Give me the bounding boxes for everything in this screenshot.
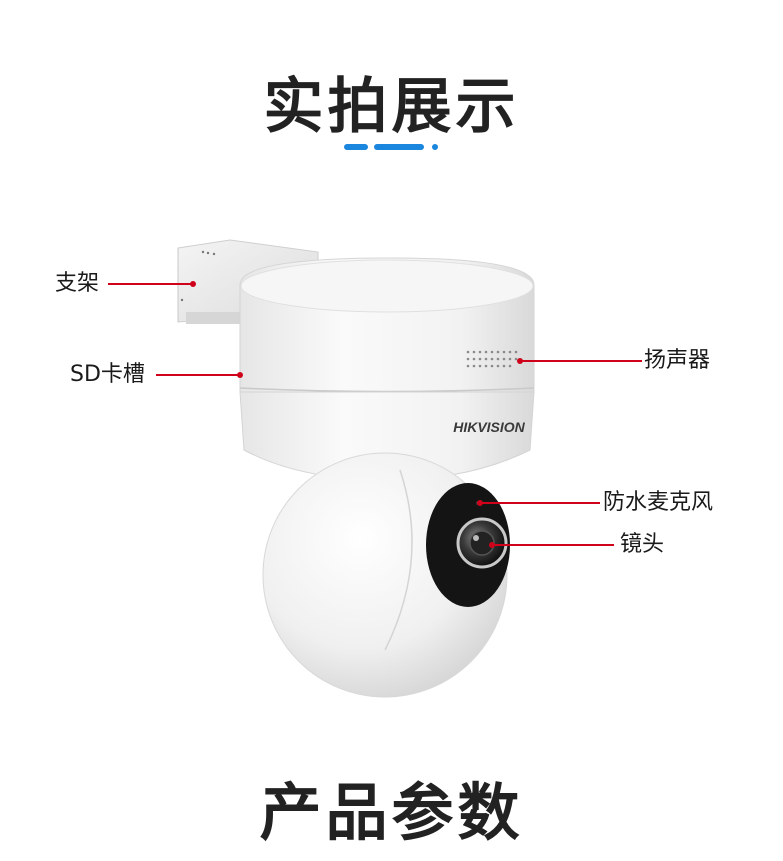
callout-microphone: 防水麦克风 [603,490,714,515]
section-title: 产品参数 [259,776,524,849]
callout-dots [190,281,523,548]
callout-sd-slot: SD卡槽 [70,362,145,387]
callout-bracket: 支架 [55,271,100,296]
camera-housing [239,257,535,481]
title-decoration [344,144,444,152]
callout-speaker: 扬声器 [644,348,711,373]
camera-dome [262,452,510,698]
brand-logo: HIKVISION [453,419,525,435]
speaker-grille [466,350,518,368]
callout-lens: 镜头 [620,532,665,557]
callout-lines [108,283,642,546]
page-title: 实拍展示 [263,72,520,142]
